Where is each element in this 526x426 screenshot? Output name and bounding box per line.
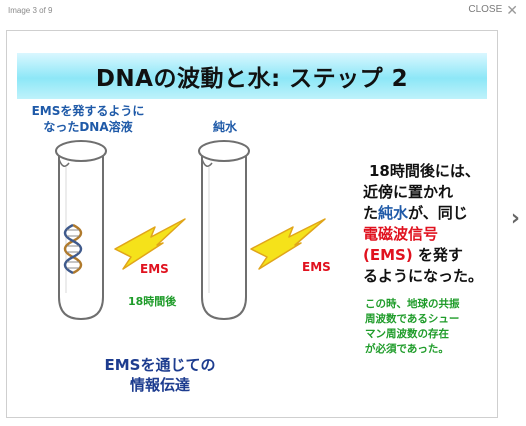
main-description: 18時間後には、 近傍に置かれ た純水が、同じ 電磁波信号 (EMS) を発す … [363, 162, 484, 285]
slide-title: DNAの波動と水: ステップ 2 [95, 66, 409, 92]
title-banner: DNAの波動と水: ステップ 2 [17, 53, 487, 99]
chevron-right-icon: › [510, 206, 520, 231]
close-label: CLOSE [468, 4, 503, 15]
left-tube-label: EMSを発するように なったDNA溶液 [31, 104, 145, 134]
next-image-button[interactable]: › [511, 206, 520, 231]
schumann-note: この時、地球の共振 周波数であるシュー マン周波数の存在 が必須であった。 [365, 298, 460, 355]
close-icon: ✕ [506, 1, 518, 18]
close-button[interactable]: CLOSE ✕ [468, 1, 518, 18]
slide-image: DNAの波動と水: ステップ 2 [6, 30, 498, 418]
image-counter: Image 3 of 9 [8, 6, 53, 15]
slide-graphics [55, 140, 326, 321]
lightning-bolt-icon [250, 218, 326, 270]
test-tube-right [198, 140, 250, 321]
lightning-bolt-icon [114, 218, 186, 270]
right-tube-label: 純水 [212, 120, 237, 134]
test-tube-left [55, 140, 107, 321]
elapsed-time-label: 18時間後 [128, 295, 177, 308]
info-transfer-title: EMSを通じての 情報伝達 [104, 356, 216, 394]
dna-helix-icon [63, 223, 83, 275]
ems-label-right: EMS [302, 260, 331, 274]
ems-label-left: EMS [140, 262, 169, 276]
